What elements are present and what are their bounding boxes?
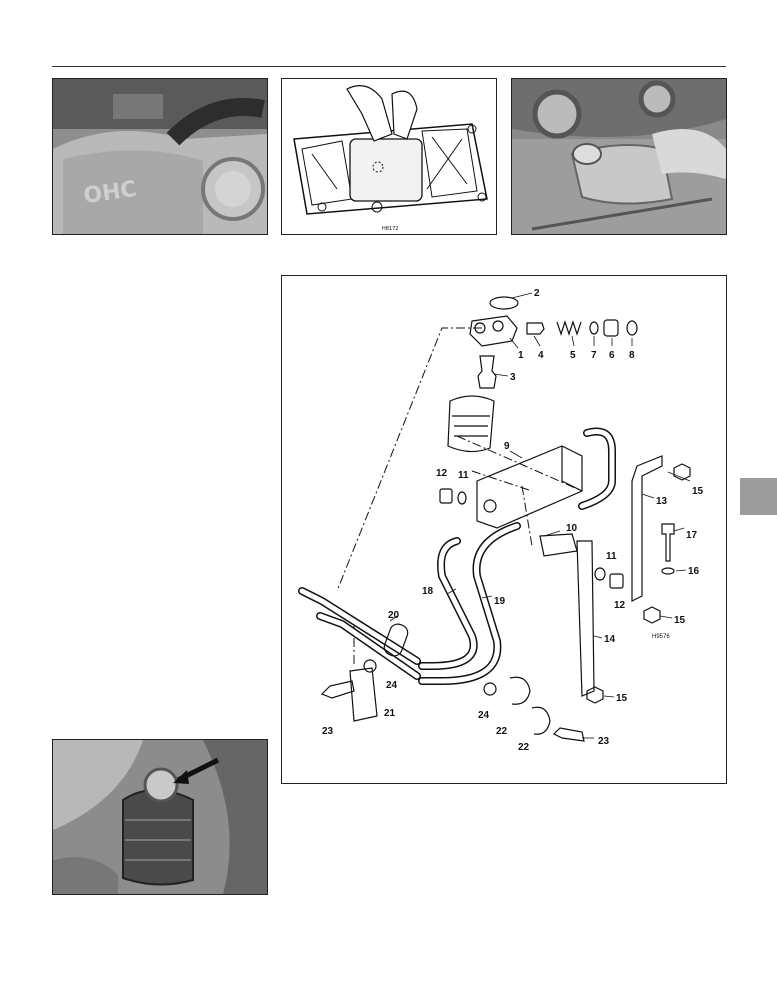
- label-4: 4: [538, 350, 544, 361]
- part-11-washer-b: [594, 567, 606, 581]
- part-22-clip-a: [509, 676, 531, 705]
- part-17-bolt: [661, 523, 675, 562]
- part-15-nut-b: [643, 606, 661, 624]
- label-9: 9: [504, 441, 510, 452]
- label-2: 2: [534, 288, 540, 299]
- gasket-drawing: H8172: [281, 78, 497, 235]
- label-11b: 11: [606, 551, 617, 562]
- label-20: 20: [388, 610, 400, 621]
- part-16-washer: [661, 567, 675, 575]
- part-6-cap: [603, 319, 619, 337]
- label-22a: 22: [496, 726, 508, 737]
- part-7-washer: [589, 321, 599, 335]
- oil-filter-photo-image: [53, 740, 267, 894]
- part-12-nut-a: [439, 488, 453, 504]
- label-15c: 15: [616, 693, 628, 704]
- part-24-spacer-b: [483, 682, 497, 696]
- label-13: 13: [656, 496, 668, 507]
- part-24-spacer-a: [363, 659, 377, 673]
- label-15b: 15: [674, 615, 686, 626]
- label-8: 8: [629, 350, 635, 361]
- engine-photo-top-left: OHC: [52, 78, 268, 235]
- oil-pump-photo-image: [512, 79, 726, 234]
- label-24b: 24: [478, 710, 490, 721]
- label-15a: 15: [692, 486, 704, 497]
- label-18: 18: [422, 586, 434, 597]
- diagram-ref-code: H9576: [652, 634, 670, 640]
- drawing-ref-code: H8172: [382, 226, 398, 232]
- label-7: 7: [591, 350, 597, 361]
- part-13-strap: [631, 455, 663, 602]
- oil-pump-photo: [511, 78, 727, 235]
- label-11a: 11: [458, 470, 469, 481]
- diagram-drawing: 2 1 4 5 7 6 8 3 9 12 11 15 13 10 17 11 1…: [298, 288, 704, 753]
- engine-photo-top-left-image: OHC: [53, 79, 267, 234]
- label-19: 19: [494, 596, 506, 607]
- label-23a: 23: [322, 726, 334, 737]
- label-14: 14: [604, 634, 616, 645]
- part-11-washer-a: [457, 491, 467, 505]
- part-1-housing: [469, 315, 518, 347]
- oil-cooler-exploded-diagram: 2 1 4 5 7 6 8 3 9 12 11 15 13 10 17 11 1…: [281, 275, 727, 784]
- part-8-seal: [626, 320, 638, 336]
- label-17: 17: [686, 530, 698, 541]
- label-1: 1: [518, 350, 524, 361]
- part-4-valve: [526, 322, 545, 335]
- part-22-clip-b: [531, 706, 551, 735]
- part-3-adaptor: [477, 355, 497, 389]
- label-5: 5: [570, 350, 576, 361]
- label-10: 10: [566, 523, 578, 534]
- label-12a: 12: [436, 468, 448, 479]
- part-12-nut-b: [609, 573, 624, 589]
- part-2-gasket: [489, 296, 519, 310]
- part-5-spring: [556, 320, 582, 336]
- label-12b: 12: [614, 600, 626, 611]
- part-15-nut-c: [586, 686, 604, 704]
- part-9-oil-cooler: [476, 445, 583, 529]
- gasket-drawing-image: H8172: [282, 79, 496, 234]
- label-22b: 22: [518, 742, 530, 753]
- part-21-clip: [349, 667, 378, 722]
- oil-filter-photo: [52, 739, 268, 895]
- label-6: 6: [609, 350, 615, 361]
- part-10-bush: [539, 533, 578, 557]
- part-23-bolt-b: [552, 727, 585, 742]
- label-16: 16: [688, 566, 700, 577]
- label-21: 21: [384, 708, 396, 719]
- part-15-nut-a: [673, 463, 691, 481]
- section-tab: [740, 478, 777, 515]
- label-24a: 24: [386, 680, 398, 691]
- part-14-strap: [576, 540, 595, 697]
- part-23-bolt-a: [320, 680, 355, 699]
- label-23b: 23: [598, 736, 610, 747]
- part-20-grommet: [383, 623, 409, 657]
- oil-filter: [447, 395, 495, 453]
- label-3: 3: [510, 372, 516, 383]
- header-rule: [52, 66, 726, 67]
